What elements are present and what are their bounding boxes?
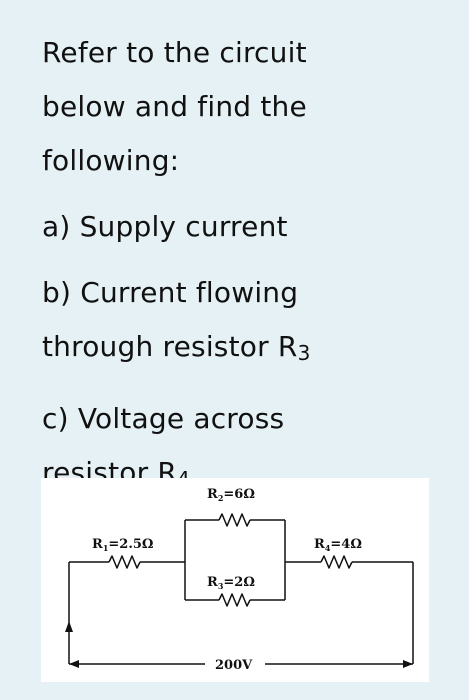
part-c-line-1: c) Voltage across [42, 402, 285, 435]
terminal-arrow-up-icon [65, 621, 73, 632]
r1-label: R1=2.5Ω [92, 537, 153, 553]
question-intro-line-2: below and find the [42, 90, 307, 123]
r4-label: R4=4Ω [314, 537, 362, 553]
question-text: Refer to the circuit below and find the … [42, 26, 452, 506]
resistor-r2-zigzag [218, 513, 251, 527]
part-b-line-1: b) Current flowing [42, 276, 299, 309]
r3-label: R3=2Ω [207, 575, 255, 591]
resistor-r3-zigzag [218, 593, 251, 607]
part-b-subscript: 3 [297, 341, 311, 365]
terminal-arrow-left-icon [69, 660, 79, 668]
part-b-line-2: through resistor R3 [42, 320, 452, 380]
question-intro-line-3: following: [42, 144, 180, 177]
resistor-r4-zigzag [320, 555, 353, 569]
terminal-arrow-right-icon [403, 660, 413, 668]
part-b-text: through resistor R [42, 330, 298, 363]
resistor-r1-zigzag [108, 555, 141, 569]
circuit-svg: R1=2.5Ω R2=6Ω R3=2Ω R4=4Ω 200V [65, 487, 414, 673]
part-a: a) Supply current [42, 210, 288, 243]
supply-voltage-label: 200V [215, 658, 253, 673]
question-intro-line-1: Refer to the circuit [42, 36, 307, 69]
r2-label: R2=6Ω [207, 487, 255, 503]
circuit-diagram: R1=2.5Ω R2=6Ω R3=2Ω R4=4Ω 200V [41, 478, 429, 682]
